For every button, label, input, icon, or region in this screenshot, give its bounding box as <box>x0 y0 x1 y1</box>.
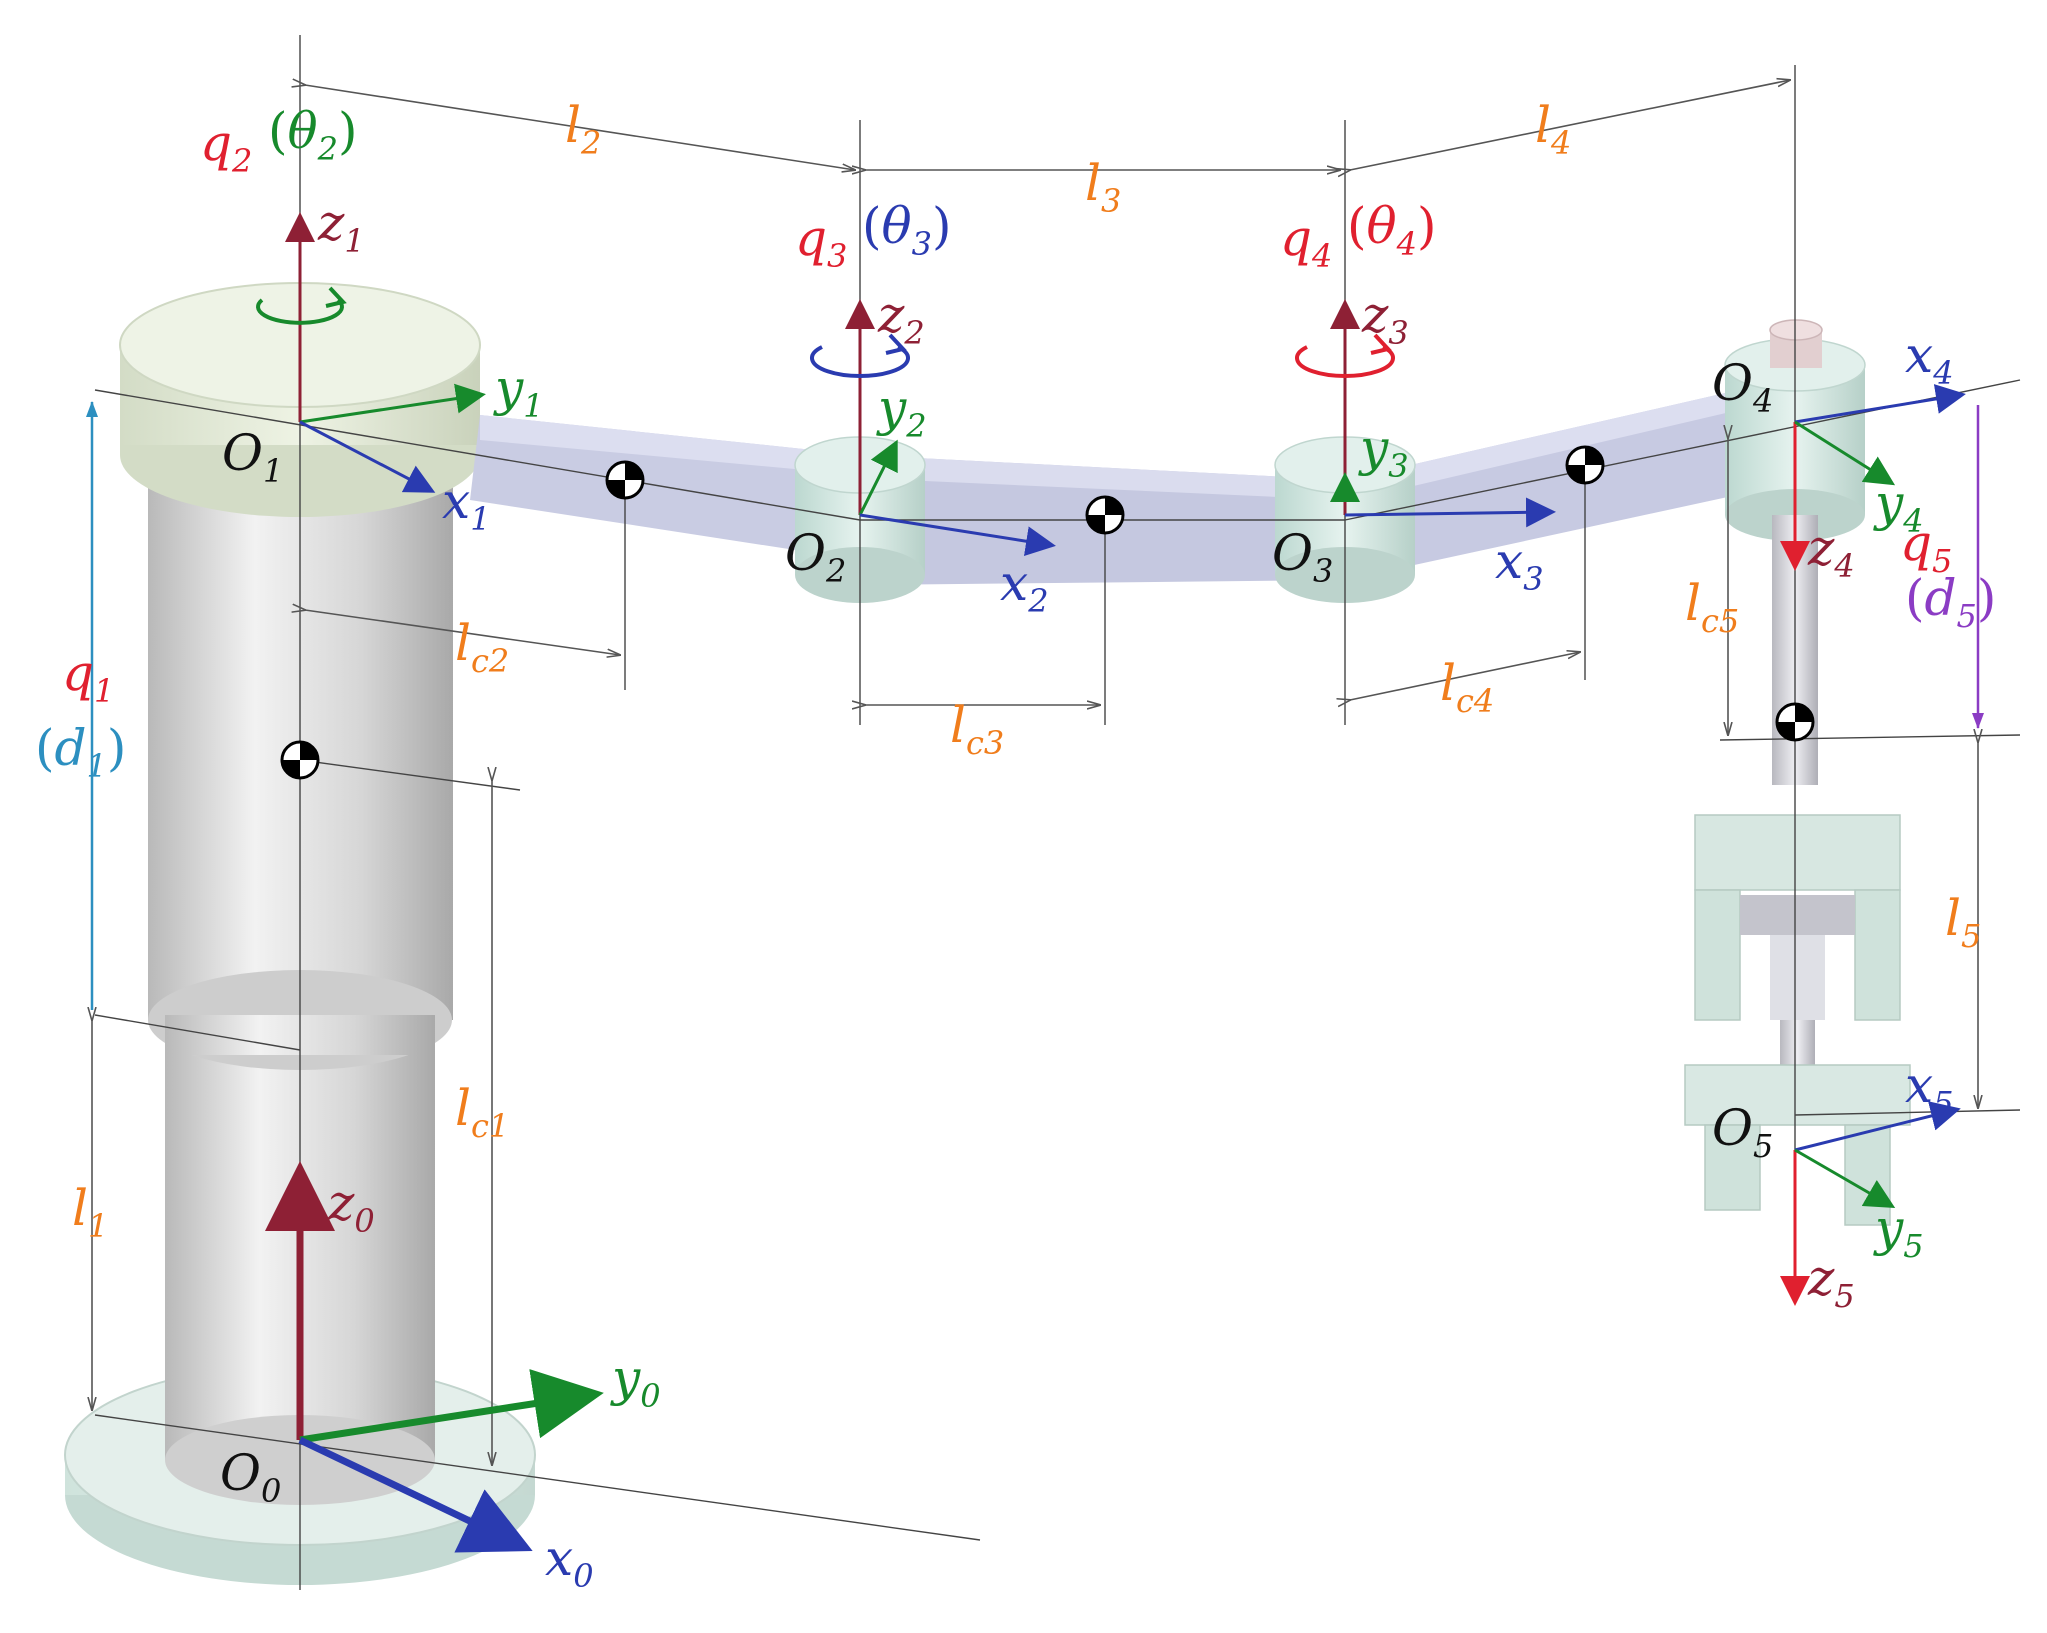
label-lc5: lc5 <box>1685 574 1739 640</box>
label-y5: y5 <box>1873 1199 1924 1265</box>
label-theta4: (θ4) <box>1347 197 1437 263</box>
com-link-1 <box>280 740 320 780</box>
label-x3: x3 <box>1495 532 1544 598</box>
frame-3 <box>1330 299 1556 528</box>
label-z4: z4 <box>1807 519 1855 585</box>
label-O3: O3 <box>1272 524 1333 590</box>
label-l4: l4 <box>1535 96 1571 162</box>
label-l2: l2 <box>565 96 601 162</box>
label-l3: l3 <box>1085 154 1121 220</box>
label-l1: l1 <box>72 1179 108 1245</box>
label-q1: q1 <box>62 644 114 710</box>
com-link-4 <box>1565 445 1605 485</box>
label-z0: z0 <box>327 1174 375 1240</box>
label-q5: q5 <box>1900 514 1952 580</box>
frame-5 <box>1780 1101 1961 1306</box>
label-z5: z5 <box>1807 1249 1855 1315</box>
com-link-2 <box>605 460 645 500</box>
label-theta2: (θ2) <box>268 102 358 168</box>
centers-of-mass <box>280 445 1815 780</box>
label-y4: y4 <box>1873 474 1924 540</box>
label-lc3: lc3 <box>950 696 1004 762</box>
frame-1 <box>285 212 486 493</box>
label-d1: (d1) <box>35 719 126 785</box>
com-link-5 <box>1775 702 1815 742</box>
label-O4: O4 <box>1712 354 1773 420</box>
com-link-3 <box>1085 495 1125 535</box>
arm-links <box>470 385 1760 585</box>
label-l5: l5 <box>1945 889 1981 955</box>
label-x0: x0 <box>545 1529 594 1595</box>
rotation-arrow-joint-2 <box>256 286 347 325</box>
label-q3: q3 <box>795 209 847 275</box>
label-q4: q4 <box>1280 209 1332 275</box>
label-z3: z3 <box>1361 286 1409 352</box>
label-theta3: (θ3) <box>862 197 952 263</box>
label-y3: y3 <box>1358 419 1409 485</box>
frame-0 <box>265 1161 604 1553</box>
frame-2 <box>845 299 1056 557</box>
label-y0: y0 <box>610 1349 661 1415</box>
label-y2: y2 <box>876 379 927 445</box>
label-O2: O2 <box>785 524 846 590</box>
label-d5: (d5) <box>1905 569 1996 635</box>
label-O5: O5 <box>1712 1099 1773 1165</box>
reference-lines <box>94 35 2021 1590</box>
label-O0: O0 <box>220 1444 281 1510</box>
label-O1: O1 <box>222 424 283 490</box>
label-lc1: lc1 <box>455 1079 509 1145</box>
rotation-arrow-joint-3 <box>810 333 910 378</box>
dimension-lines <box>86 80 1984 1465</box>
label-x2: x2 <box>1000 554 1049 620</box>
label-lc4: lc4 <box>1440 654 1494 720</box>
label-lc2: lc2 <box>455 614 509 680</box>
rotation-arrow-joint-4 <box>1295 333 1395 378</box>
label-z2: z2 <box>877 286 925 352</box>
label-q2: q2 <box>200 114 252 180</box>
label-x5: x5 <box>1905 1056 1954 1122</box>
label-y1: y1 <box>493 359 544 425</box>
label-x4: x4 <box>1905 326 1954 392</box>
label-x1: x1 <box>442 472 491 538</box>
label-z1: z1 <box>317 194 365 260</box>
frame-4 <box>1780 384 1966 571</box>
